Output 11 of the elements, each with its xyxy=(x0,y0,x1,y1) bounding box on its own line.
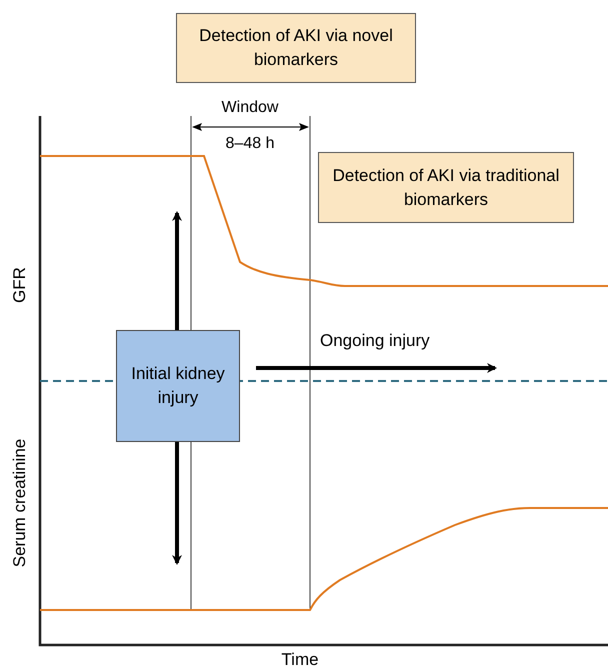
arrow xyxy=(256,363,497,373)
injury-box: Initial kidney injury xyxy=(116,330,240,442)
arrow xyxy=(172,442,182,565)
dimension-label: Window xyxy=(220,98,280,118)
axis-label: GFR xyxy=(10,267,30,303)
arrow xyxy=(172,211,182,330)
detection-box: Detection of AKI via traditional biomarkers xyxy=(318,152,574,223)
dimension-label: 8–48 h xyxy=(224,134,276,154)
axis-label: Serum creatinine xyxy=(10,438,30,568)
axis-label: Time xyxy=(280,650,320,670)
detection-box: Detection of AKI via novel biomarkers xyxy=(176,13,416,83)
